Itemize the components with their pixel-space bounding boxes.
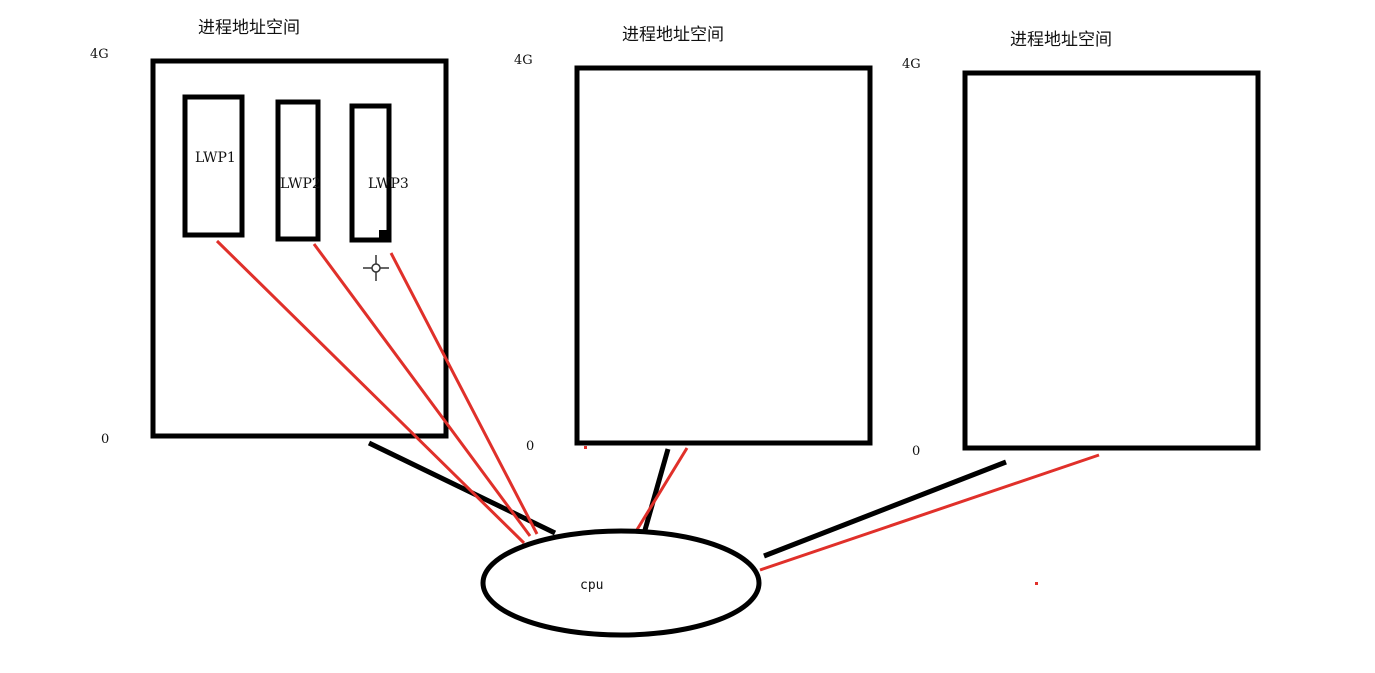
thread-lwp3-corner-mark bbox=[379, 230, 388, 238]
process-space-2-box bbox=[574, 65, 873, 446]
process-space-3: 进程地址空间 4G 0 bbox=[902, 30, 1261, 459]
process-space-3-title: 进程地址空间 bbox=[1010, 30, 1112, 50]
process-2-thread-link bbox=[633, 447, 689, 534]
red-dot-mark bbox=[1035, 582, 1038, 585]
process-3-thread-link bbox=[759, 453, 1100, 572]
process-3-to-cpu-link bbox=[763, 459, 1007, 559]
thread-lwp1-label: LWP1 bbox=[195, 150, 236, 166]
crosshair-cursor-icon bbox=[363, 255, 389, 281]
process-space-1-box bbox=[150, 58, 449, 439]
process-space-2-title: 进程地址空间 bbox=[622, 25, 724, 45]
process-space-1-top-label: 4G bbox=[90, 47, 109, 62]
connections bbox=[215, 239, 1100, 585]
process-space-2: 进程地址空间 4G 0 bbox=[514, 25, 873, 454]
lwp1-to-cpu-link bbox=[215, 239, 526, 545]
cpu-node: cpu bbox=[480, 528, 762, 638]
thread-lwp3-box bbox=[349, 103, 392, 243]
process-2-to-cpu-link bbox=[642, 448, 671, 531]
thread-lwp1: LWP1 bbox=[182, 94, 245, 238]
thread-lwp2: LWP2 bbox=[275, 99, 321, 242]
process-space-2-top-label: 4G bbox=[514, 53, 533, 68]
thread-lwp3-label: LWP3 bbox=[368, 176, 409, 192]
process-space-1-title: 进程地址空间 bbox=[198, 18, 300, 38]
cpu-label: cpu bbox=[580, 578, 603, 593]
thread-lwp3: LWP3 bbox=[349, 103, 409, 243]
lwp2-to-cpu-link bbox=[312, 243, 532, 537]
thread-lwp2-box bbox=[275, 99, 321, 242]
process-space-3-box bbox=[962, 70, 1261, 451]
process-space-2-bottom-label: 0 bbox=[526, 439, 534, 454]
thread-lwp1-box bbox=[182, 94, 245, 238]
lwp3-to-cpu-link bbox=[389, 252, 539, 535]
process-space-3-bottom-label: 0 bbox=[912, 444, 920, 459]
process-space-3-top-label: 4G bbox=[902, 57, 921, 72]
process-space-1-bottom-label: 0 bbox=[101, 432, 109, 447]
thread-lwp2-label: LWP2 bbox=[280, 176, 321, 192]
process-1-to-cpu-link bbox=[367, 440, 557, 536]
cpu-ellipse bbox=[480, 528, 762, 638]
red-dot-mark bbox=[584, 446, 587, 449]
process-space-1: 进程地址空间 4G 0 LWP1 LWP2 LWP3 bbox=[90, 18, 449, 447]
